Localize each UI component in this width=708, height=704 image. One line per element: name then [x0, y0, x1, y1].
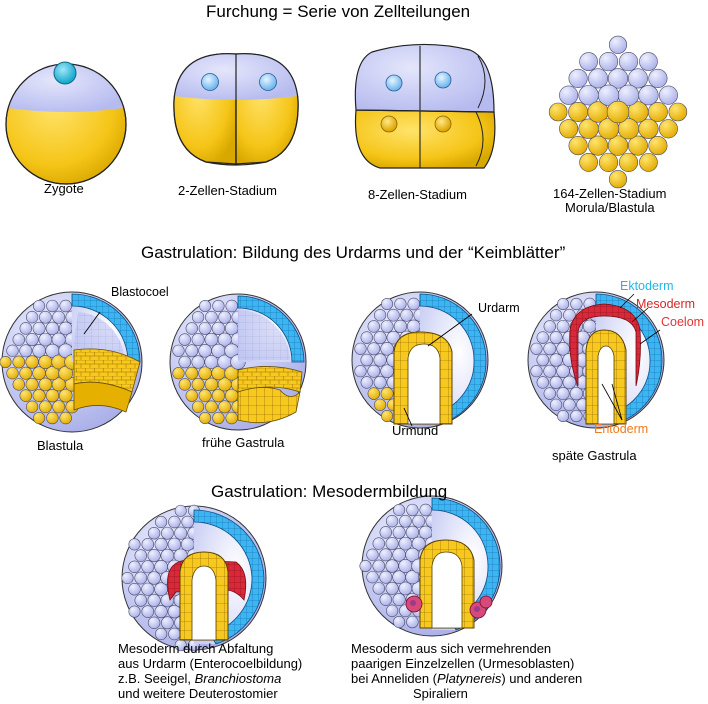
section-title-mesoderm: Gastrulation: Mesodermbildung	[211, 482, 448, 501]
annotation-urmund: Urmund	[392, 423, 439, 438]
annotation-blastocoel: Blastocoel	[111, 285, 169, 299]
stage-label-eight-cell: 8-Zellen-Stadium	[368, 187, 467, 202]
annotation-urdarm: Urdarm	[478, 301, 520, 315]
caption-enterocoel-line4: und weitere Deuterostomier	[118, 685, 278, 701]
species-platynereis: Platynereis	[437, 670, 502, 686]
stage-label-early-gastrula: frühe Gastrula	[202, 435, 285, 450]
early-gastrula-diagram	[169, 293, 307, 431]
morula-diagram	[548, 35, 688, 189]
stage-label-late-gastrula: späte Gastrula	[552, 448, 637, 463]
caption-urmesoblast-line3: bei Anneliden (Platynereis) und anderen	[351, 670, 583, 686]
urmesoblast-mesoderm-diagram	[359, 495, 503, 637]
stage-label-morula: Morula/Blastula	[565, 200, 655, 215]
caption-urmesoblast: Mesoderm aus sich vermehrenden paarigen …	[351, 641, 583, 702]
label-mesoderm: Mesoderm	[636, 297, 696, 311]
caption-urmesoblast-line4: Spiraliern	[413, 685, 468, 701]
label-ektoderm: Ektoderm	[620, 279, 674, 293]
caption-enterocoel-line1: Mesoderm durch Abfaltung	[118, 641, 274, 656]
species-branchiostoma: Branchiostoma	[194, 670, 282, 686]
eight-cell-stage-diagram	[354, 43, 496, 169]
label-entoderm: Entoderm	[594, 422, 649, 436]
section-title-gastrulation: Gastrulation: Bildung des Urdarms und de…	[141, 243, 566, 262]
caption-enterocoel-line3: z.B. Seeigel, Branchiostoma	[118, 670, 282, 686]
late-gastrula-diagram	[527, 291, 665, 429]
stage-label-164-cell: 164-Zellen-Stadium	[553, 186, 667, 201]
two-cell-stage-diagram	[173, 53, 299, 166]
stage-label-blastula: Blastula	[37, 438, 84, 453]
blastula-diagram	[0, 291, 143, 433]
zygote-diagram	[5, 61, 127, 185]
label-coelom: Coelom	[661, 315, 705, 329]
stage-label-two-cell: 2-Zellen-Stadium	[178, 183, 277, 198]
gastrula-urdarm-diagram	[351, 291, 489, 429]
caption-enterocoel-line2: aus Urdarm (Enterocoelbildung)	[118, 655, 303, 671]
section-title-cleavage: Furchung = Serie von Zellteilungen	[206, 2, 471, 21]
enterocoel-mesoderm-diagram	[121, 504, 267, 652]
caption-urmesoblast-line1: Mesoderm aus sich vermehrenden	[351, 641, 552, 656]
caption-urmesoblast-line2: paarigen Einzelzellen (Urmesoblasten)	[351, 655, 575, 671]
stage-label-zygote: Zygote	[44, 181, 84, 196]
caption-enterocoel: Mesoderm durch Abfaltung aus Urdarm (Ent…	[118, 641, 303, 702]
